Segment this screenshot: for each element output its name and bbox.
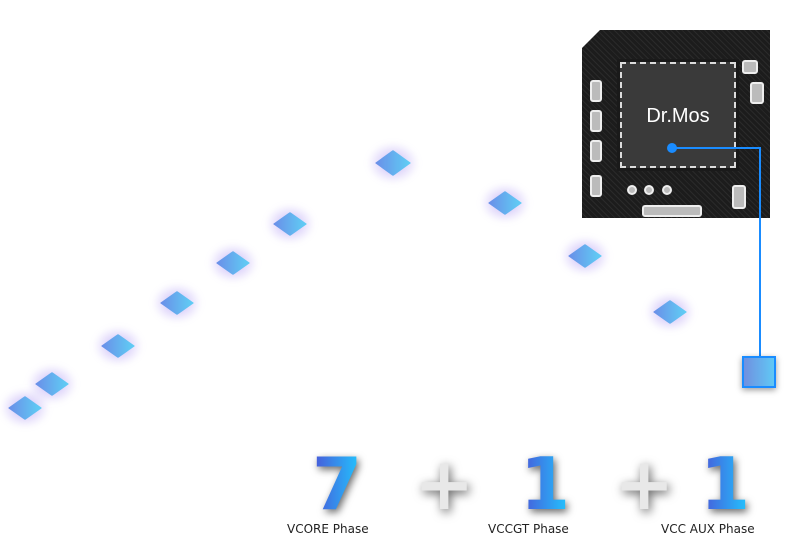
board-component — [590, 140, 602, 162]
vcore-label: VCORE Phase — [287, 522, 369, 536]
plus-sign: + — [614, 442, 675, 526]
vccaux-count: 1 — [700, 442, 751, 526]
chip-label: Dr.Mos — [646, 105, 710, 127]
callout-line — [759, 147, 761, 357]
diamond-icon — [8, 396, 42, 420]
vccgt-label: VCCGT Phase — [488, 522, 569, 536]
plus-sign: + — [414, 442, 475, 526]
board-component — [732, 185, 746, 209]
board-component — [662, 185, 672, 195]
diamond-icon — [160, 291, 194, 315]
board-component — [627, 185, 637, 195]
diamond-icon — [273, 212, 307, 236]
vcore-count: 7 — [312, 442, 363, 526]
callout-line — [672, 147, 761, 149]
board-component — [644, 185, 654, 195]
diamond-icon — [101, 334, 135, 358]
diamond-icon — [375, 150, 411, 176]
board-component — [590, 175, 602, 197]
board-component — [590, 80, 602, 102]
board-component — [750, 82, 764, 104]
vccaux-label: VCC AUX Phase — [661, 522, 755, 536]
diamond-icon — [568, 244, 602, 268]
diamond-icon — [488, 191, 522, 215]
diamond-icon — [216, 251, 250, 275]
board-component — [642, 205, 702, 217]
vccgt-count: 1 — [520, 442, 571, 526]
board-component — [742, 60, 758, 74]
drmos-chip: Dr.Mos — [617, 59, 739, 171]
diamond-icon — [653, 300, 687, 324]
board-component — [590, 110, 602, 132]
callout-marker-icon — [742, 356, 776, 388]
motherboard-image — [582, 30, 770, 218]
